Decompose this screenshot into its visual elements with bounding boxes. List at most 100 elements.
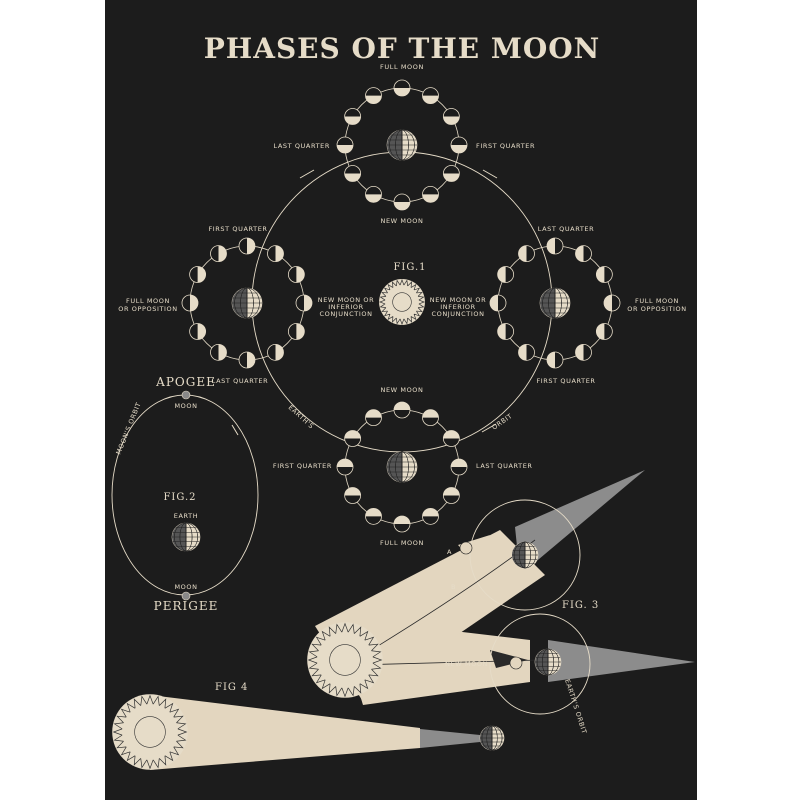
moon-orbit-bottom xyxy=(336,401,468,533)
moon-phase-icon xyxy=(181,294,199,312)
moon-phase-icon xyxy=(575,343,592,361)
moon-phase-icon xyxy=(497,266,515,283)
moon-phase-icon xyxy=(442,165,460,182)
bottom-full-moon-label: FULL MOON xyxy=(380,539,424,547)
moon-phase-icon xyxy=(422,87,439,105)
fig4-label: FIG 4 xyxy=(215,682,248,693)
sun-rays xyxy=(112,694,188,770)
moon-phase-icon xyxy=(393,79,411,97)
moon-orbit-left xyxy=(181,237,313,369)
fig2-label: FIG.2 xyxy=(163,492,196,503)
moon-orbit-right xyxy=(489,237,621,369)
moon-phase-icon xyxy=(365,409,382,427)
moon-phase-icon xyxy=(422,185,439,203)
moon-phase-icon xyxy=(267,343,284,361)
earth-globe-icon xyxy=(386,129,418,161)
moon-phase-icon xyxy=(210,245,227,263)
sun-icon xyxy=(112,694,188,770)
moon-phase-icon xyxy=(344,108,362,125)
moon-phase-icon xyxy=(595,266,613,283)
earth-globe-icon xyxy=(534,648,562,676)
earth-shadow-cone-upper xyxy=(515,470,645,575)
moon-phase-icon xyxy=(267,245,284,263)
moon-phase-icon xyxy=(422,409,439,427)
moon-phase-icon xyxy=(603,294,621,312)
moon-phase-icon xyxy=(365,507,382,525)
direction-arrow-icon xyxy=(299,169,498,433)
moon-phase-icon xyxy=(365,185,382,203)
moon-phase-icon xyxy=(238,351,256,369)
moon-apogee-icon xyxy=(181,390,191,400)
left-full-moon-label-1: FULL MOON xyxy=(126,297,170,305)
moon-orbit-fig3-upper xyxy=(469,499,581,611)
moon-bottom-label: MOON xyxy=(174,583,197,591)
moon-phase-icon xyxy=(189,323,207,340)
orbit-label: ORBIT xyxy=(491,412,514,432)
moon-phase-icon xyxy=(238,237,256,255)
moon-phase-icon xyxy=(575,245,592,263)
moon-phase-icon xyxy=(450,458,468,476)
moon-orbit-fig3-lower xyxy=(489,613,591,715)
moon-phase-icon xyxy=(336,458,354,476)
moon-orbit-top xyxy=(336,79,468,211)
earth-shadow-cone-lower xyxy=(548,640,695,682)
earth-label: EARTH xyxy=(174,512,198,520)
left-new-moon-label-2: INFERIOR xyxy=(328,303,364,311)
moon-phase-icon xyxy=(295,294,313,312)
moon-phase-icon xyxy=(518,245,535,263)
bottom-new-moon-label: NEW MOON xyxy=(381,386,424,394)
moon-phase-icon xyxy=(210,343,227,361)
left-last-quarter-label: LAST QUARTER xyxy=(212,377,269,385)
moon-shadow-lower xyxy=(490,650,528,668)
right-first-quarter-label: FIRST QUARTER xyxy=(536,377,595,385)
moon-phase-icon xyxy=(287,266,305,283)
fig3-label: FIG. 3 xyxy=(562,600,599,611)
left-new-moon-label-1: NEW MOON OR xyxy=(318,296,374,304)
right-new-moon-label-3: CONJUNCTION xyxy=(431,310,484,318)
right-new-moon-label-2: INFERIOR xyxy=(440,303,476,311)
fig1-label: FIG.1 xyxy=(393,262,426,273)
bottom-first-quarter-label: FIRST QUARTER xyxy=(273,462,332,470)
moon-perigee-icon xyxy=(181,591,191,601)
moons-orbit-label: MOON'S ORBIT xyxy=(114,401,142,456)
moon-phase-icon xyxy=(422,507,439,525)
moon-phase-icon xyxy=(450,136,468,154)
moon-phase-icon xyxy=(287,323,305,340)
moon-phase-icon xyxy=(442,487,460,504)
moon-phase-icon xyxy=(509,656,523,670)
earth-globe-icon xyxy=(511,541,539,569)
top-first-quarter-label: FIRST QUARTER xyxy=(476,142,535,150)
moon-top-label: MOON xyxy=(174,402,197,410)
right-last-quarter-label: LAST QUARTER xyxy=(538,225,595,233)
left-first-quarter-label: FIRST QUARTER xyxy=(208,225,267,233)
moon-phase-icon xyxy=(189,266,207,283)
direction-arrow-icon xyxy=(231,424,239,436)
left-full-moon-label-2: OR OPPOSITION xyxy=(118,305,177,313)
moon-shadow-fig4 xyxy=(420,729,490,748)
top-last-quarter-label: LAST QUARTER xyxy=(273,142,330,150)
sun-icon xyxy=(307,622,383,698)
top-full-moon-label: FULL MOON xyxy=(380,63,424,71)
point-a-label: A xyxy=(447,548,452,556)
moon-phase-icon xyxy=(595,323,613,340)
moon-phase-icon xyxy=(344,487,362,504)
sunlight-beam-fig4 xyxy=(150,695,420,770)
moon-phase-icon xyxy=(344,165,362,182)
top-new-moon-label: NEW MOON xyxy=(381,217,424,225)
page-title: PHASES OF THE MOON xyxy=(204,32,601,65)
moon-phase-icon xyxy=(393,193,411,211)
perigee-label: PERIGEE xyxy=(154,599,219,613)
bottom-last-quarter-label: LAST QUARTER xyxy=(476,462,533,470)
new-moon-fig3-label: NEW MOON xyxy=(445,660,488,668)
right-full-moon-label-1: FULL MOON xyxy=(635,297,679,305)
earth-globe-icon xyxy=(171,522,201,552)
right-full-moon-label-2: OR OPPOSITION xyxy=(627,305,686,313)
moon-phase-icon xyxy=(442,430,460,447)
moon-phase-icon xyxy=(365,87,382,105)
moon-phase-icon xyxy=(546,351,564,369)
earth-globe-icon xyxy=(479,725,505,751)
right-new-moon-label-1: NEW MOON OR xyxy=(430,296,486,304)
sun-rays xyxy=(379,279,425,325)
moon-phase-icon xyxy=(518,343,535,361)
